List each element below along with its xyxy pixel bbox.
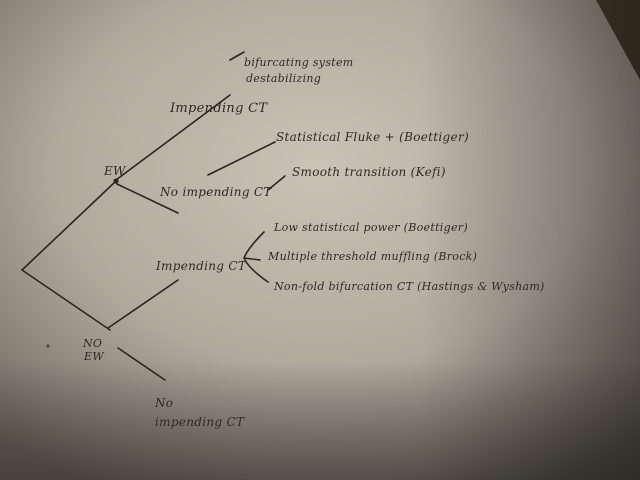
annotation-bifurcating-line1: bifurcating system	[244, 56, 354, 69]
connector-stats-fluke	[207, 141, 276, 176]
no-ew-impending-ct-label: Impending CT	[155, 259, 247, 273]
ew-label: EW	[103, 164, 127, 178]
branch-no-ew-to-impending	[107, 279, 179, 329]
no-ew-label-line1: NO	[82, 337, 102, 350]
annotation-bifurcating-line2: destabilizing	[246, 72, 321, 85]
annotation-smooth-transition: Smooth transition (Kefi)	[292, 165, 446, 179]
ew-node-dot	[113, 178, 119, 184]
no-ew-no-impending-line2: impending CT	[155, 415, 245, 429]
annotation-low-power: Low statistical power (Boettiger)	[273, 221, 468, 234]
annotation-multiple-threshold: Multiple threshold muffling (Brock)	[267, 250, 477, 263]
annotation-stats-fluke: Statistical Fluke + (Boettiger)	[276, 130, 469, 144]
connector-smooth	[267, 175, 286, 191]
branch-ew-to-no-impending	[116, 183, 179, 214]
paper-speck	[46, 344, 50, 348]
branch-no-ew-to-no-impending	[117, 347, 166, 381]
ew-no-impending-ct-label: No impending CT	[159, 185, 272, 199]
connector-bifurcating	[229, 51, 245, 61]
branch-root-to-ew	[21, 181, 116, 271]
annotation-non-fold: Non-fold bifurcation CT (Hastings & Wysh…	[273, 280, 545, 293]
bracket-middle-tick	[243, 257, 261, 261]
branch-ew-to-impending	[115, 94, 231, 181]
no-ew-label-line2: EW	[83, 350, 105, 363]
ew-impending-ct-label: Impending CT	[169, 101, 268, 116]
paper-shadow-bottom	[0, 360, 640, 480]
no-ew-no-impending-line1: No	[154, 396, 173, 410]
branch-root-to-no-ew	[21, 269, 111, 331]
tree-branches	[21, 51, 286, 381]
